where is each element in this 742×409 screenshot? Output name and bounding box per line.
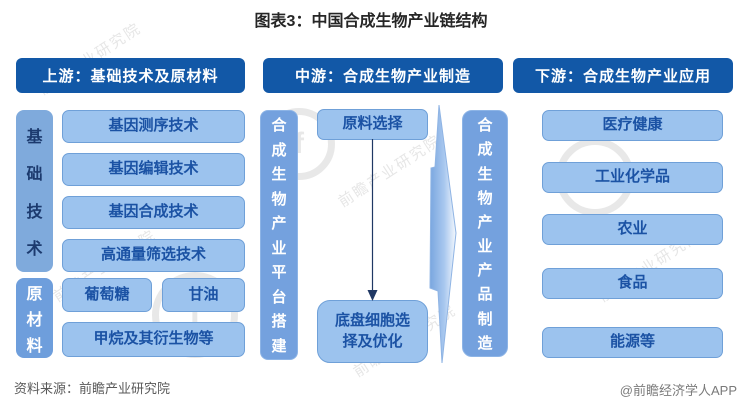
page-title: 图表3：中国合成生物产业链结构 [254, 13, 488, 30]
tech-item-box: 基因测序技术 [62, 110, 245, 143]
tech-item-box: 高通量筛选技术 [62, 239, 245, 272]
down-arrow-connector [367, 139, 378, 301]
credit-note: @前瞻经济学人APP [619, 383, 737, 398]
source-note: 资料来源：前瞻产业研究院 [14, 381, 171, 396]
flow-big-arrow-icon [429, 105, 457, 363]
application-item-box: 工业化学品 [542, 162, 723, 193]
material-item-box: 葡萄糖 [62, 278, 152, 312]
material-item-box: 甘油 [162, 278, 245, 312]
application-item-box: 食品 [542, 268, 723, 299]
application-item-box: 农业 [542, 214, 723, 245]
midstream-step-box: 底盘细胞选择及优化 [317, 300, 428, 363]
upstream-material-group-bar: 原材料 [16, 278, 53, 358]
midstream-platform-label: 合成生物产业平台搭建 [271, 117, 287, 355]
downstream-header: 下游：合成生物产业应用 [513, 58, 733, 93]
application-item-box: 医疗健康 [542, 110, 723, 141]
material-item-box: 甲烷及其衍生物等 [62, 322, 245, 357]
application-item-box: 能源等 [542, 327, 723, 358]
tech-item-box: 基因合成技术 [62, 196, 245, 229]
tech-item-box: 基因编辑技术 [62, 153, 245, 186]
midstream-product-label: 合成生物产业产品制造 [477, 117, 493, 352]
upstream-tech-group-label: 基础技术 [26, 129, 43, 258]
midstream-product-bar: 合成生物产业产品制造 [462, 110, 508, 357]
upstream-tech-group-bar: 基础技术 [16, 110, 53, 272]
midstream-platform-bar: 合成生物产业平台搭建 [260, 110, 298, 360]
upstream-header: 上游：基础技术及原材料 [16, 58, 245, 93]
midstream-step-box: 原料选择 [317, 109, 428, 140]
upstream-material-group-label: 原材料 [26, 286, 43, 355]
midstream-header: 中游：合成生物产业制造 [263, 58, 503, 93]
